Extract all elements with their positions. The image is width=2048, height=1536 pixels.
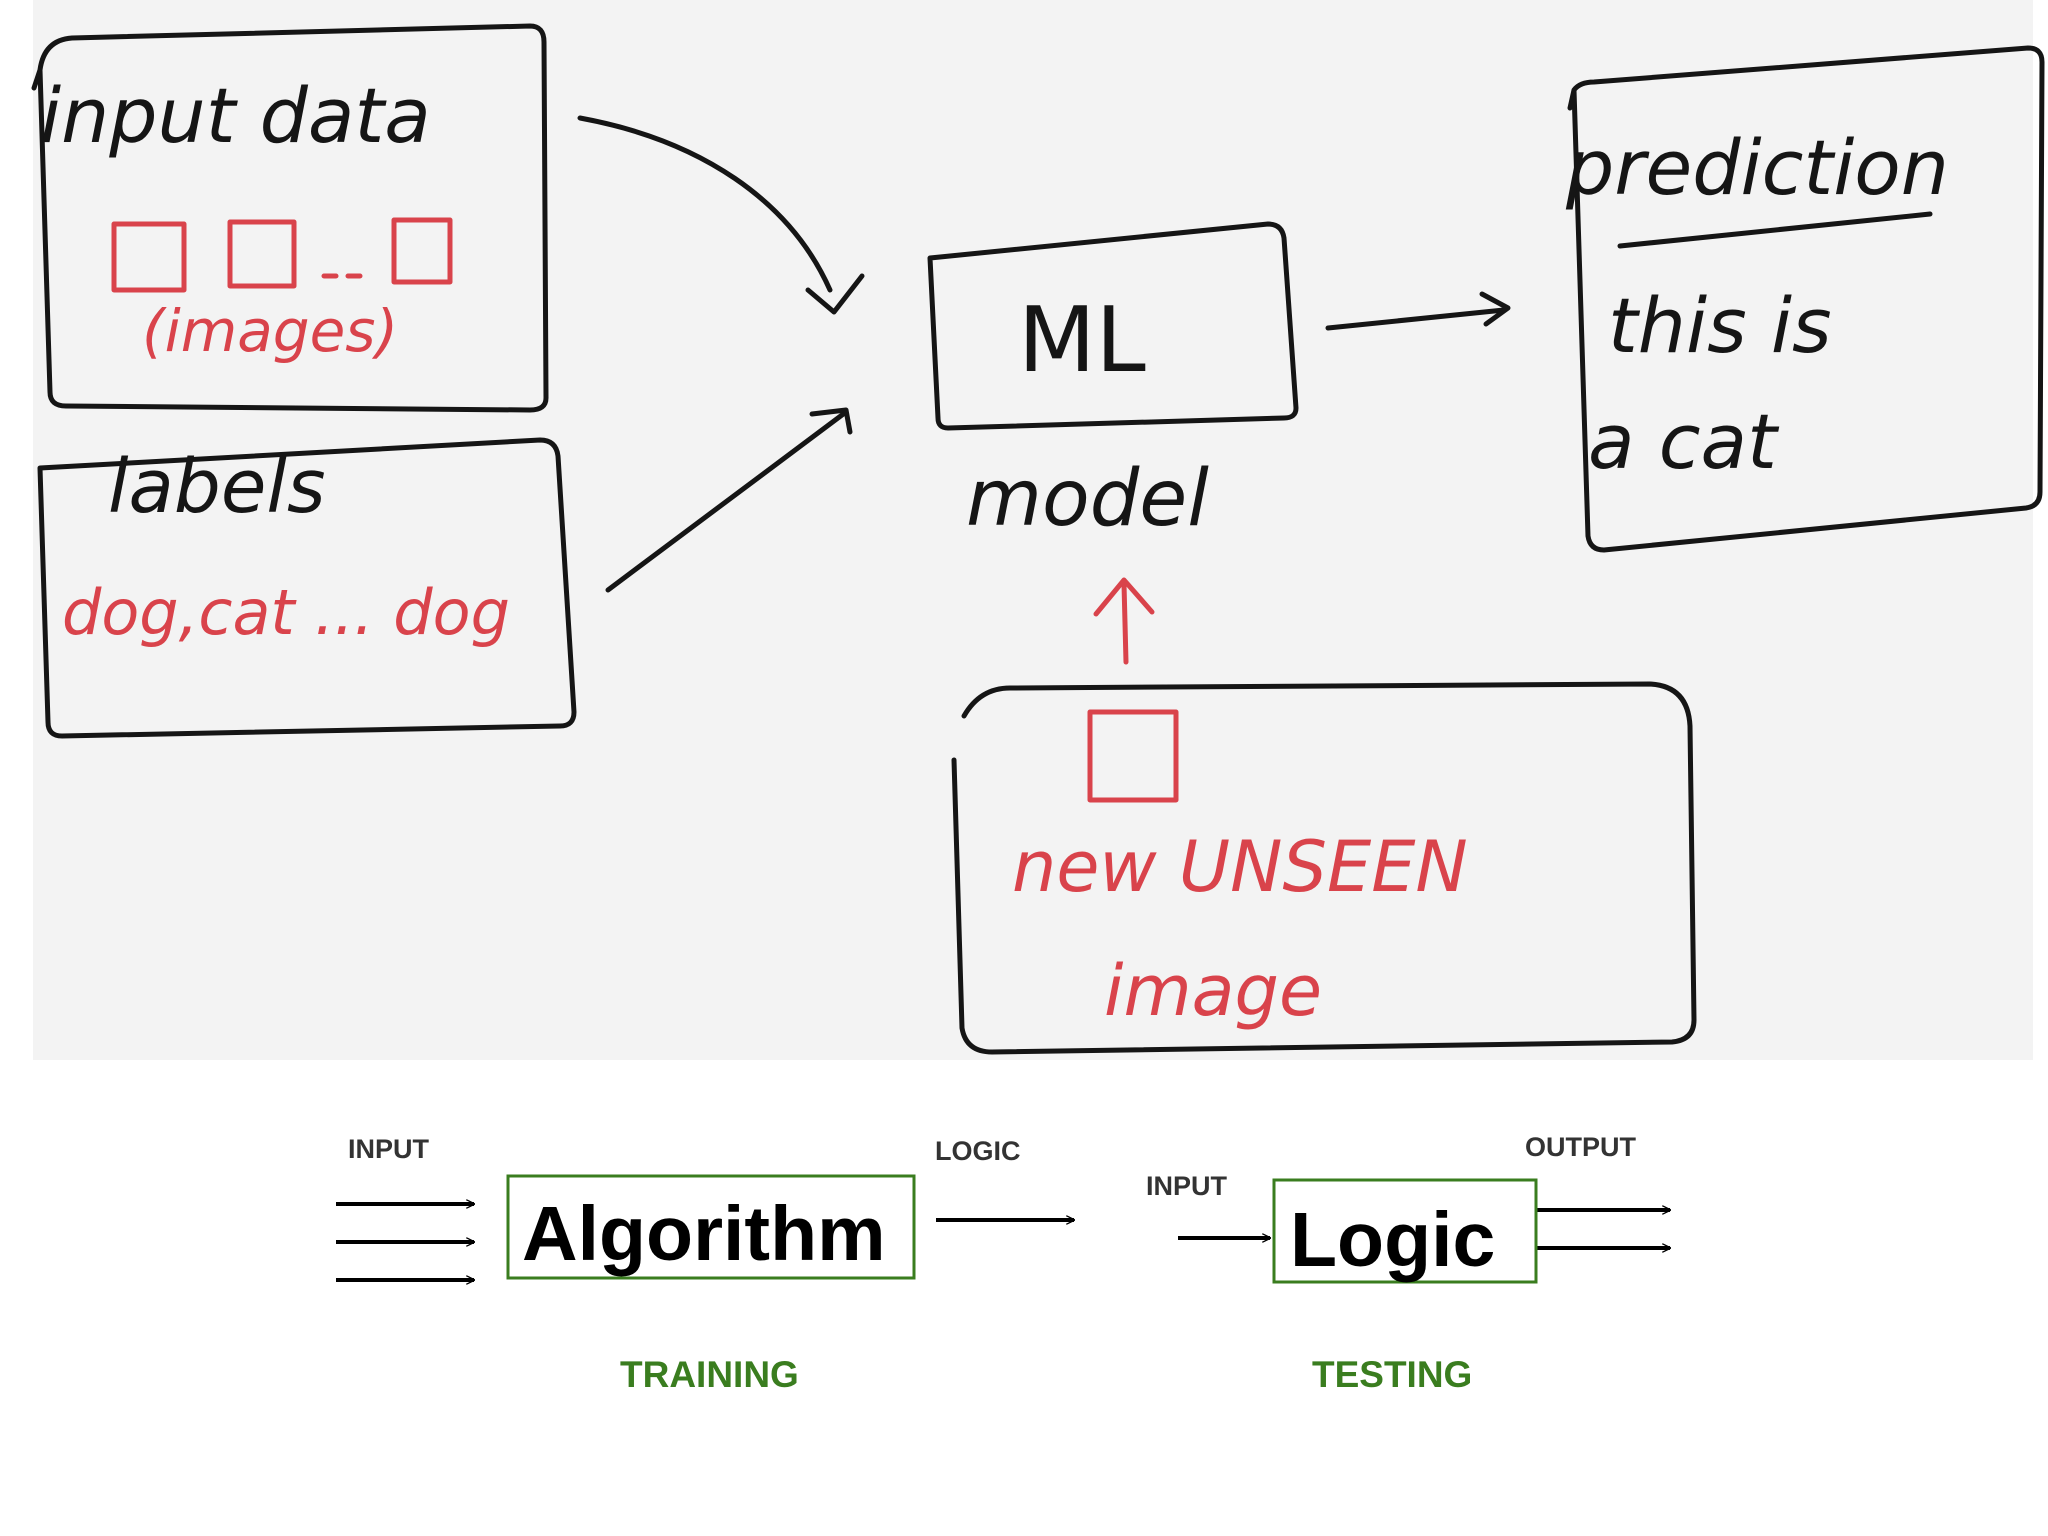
ml-label: ML bbox=[1018, 288, 1146, 393]
prediction-line-1: this is bbox=[1608, 281, 1832, 370]
labels-values: dog,cat ... dog bbox=[62, 576, 510, 649]
arrow-ml-to-prediction bbox=[1325, 307, 1507, 331]
arrow-input-to-ml bbox=[577, 115, 833, 293]
arrow-labels-to-ml bbox=[605, 409, 849, 593]
whiteboard-sketch bbox=[33, 0, 2033, 1060]
logic-box bbox=[1272, 1178, 1538, 1284]
labels-title: labels bbox=[108, 444, 326, 530]
prediction-box bbox=[1567, 45, 2045, 553]
prediction-underline bbox=[1617, 211, 1933, 249]
training-output-label: LOGIC bbox=[935, 1136, 1021, 1166]
testing-input-label: INPUT bbox=[1146, 1171, 1227, 1201]
algorithm-label: Algorithm bbox=[522, 1191, 886, 1277]
prediction-line-2: a cat bbox=[1588, 397, 1777, 486]
logic-label: Logic bbox=[1290, 1197, 1496, 1283]
unseen-image-box bbox=[951, 681, 1697, 1055]
input-data-title: input data bbox=[40, 71, 431, 160]
algorithm-box bbox=[506, 1174, 916, 1280]
arrow-unseen-to-model bbox=[1121, 581, 1129, 665]
labels-box bbox=[37, 437, 577, 739]
unseen-line-2: image bbox=[1104, 950, 1323, 1032]
whiteboard-drawing bbox=[31, 23, 2045, 1055]
unseen-image-square bbox=[1087, 709, 1179, 803]
training-phase-label: TRAINING bbox=[620, 1354, 799, 1395]
images-caption: (images) bbox=[142, 297, 399, 365]
training-testing-diagram bbox=[336, 1174, 2048, 1536]
model-caption: model bbox=[966, 454, 1209, 544]
testing-phase-label: TESTING bbox=[1312, 1354, 1473, 1395]
image-square-3 bbox=[391, 217, 453, 285]
prediction-title: prediction bbox=[1566, 123, 1949, 212]
training-input-label: INPUT bbox=[348, 1134, 429, 1164]
ml-box bbox=[927, 221, 1299, 431]
testing-output-label: OUTPUT bbox=[1525, 1132, 1636, 1162]
unseen-line-1: new UNSEEN bbox=[1012, 826, 1468, 908]
image-square-1 bbox=[111, 221, 187, 293]
input-data-box bbox=[31, 23, 549, 413]
image-square-2 bbox=[227, 219, 297, 289]
